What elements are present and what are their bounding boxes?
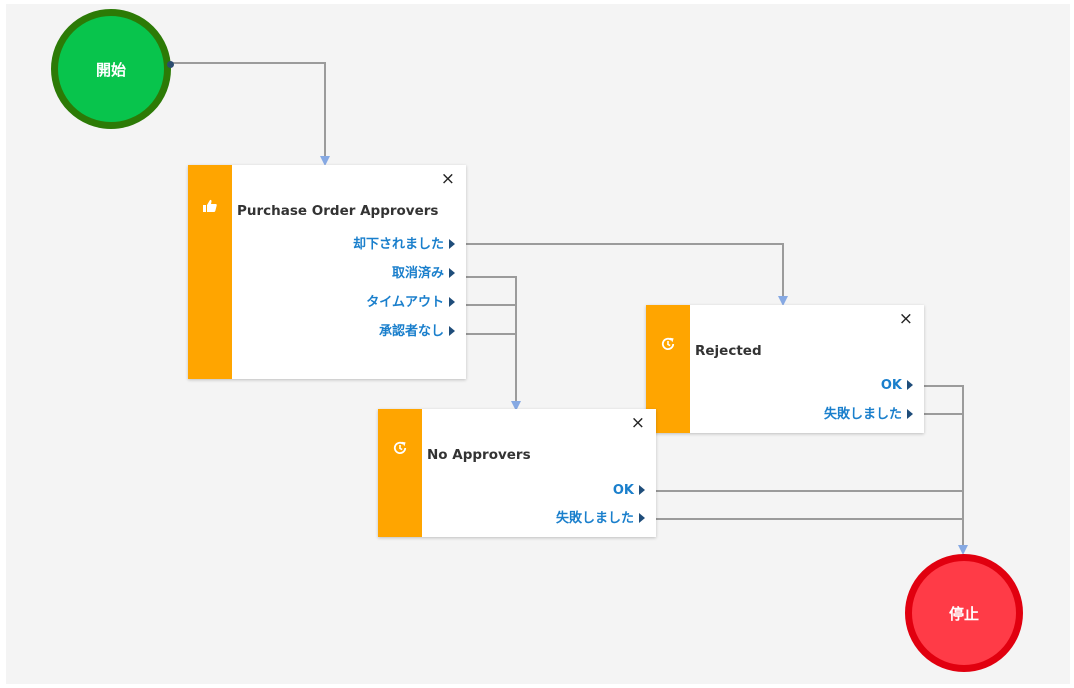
step-purchase-order-approvers[interactable]: × Purchase Order Approvers 却下されました 取消済み …: [188, 165, 466, 379]
outcome-label: 承認者なし: [378, 324, 444, 339]
caret-right-icon: [449, 297, 455, 307]
caret-right-icon: [449, 326, 455, 336]
start-label: 開始: [95, 60, 126, 79]
caret-right-icon: [639, 513, 645, 523]
start-node[interactable]: 開始: [51, 9, 171, 129]
step-type-stripe: [378, 409, 422, 537]
arrowhead: [511, 401, 521, 411]
outcome-label: 失敗しました: [555, 511, 634, 526]
connector-cancelled-to-no-approvers: [466, 276, 517, 402]
arrowhead: [958, 545, 968, 555]
outcome-label: OK: [880, 378, 902, 393]
refresh-clock-icon: [378, 440, 422, 461]
caret-right-icon: [639, 485, 645, 495]
outcome-failed[interactable]: 失敗しました: [556, 509, 645, 529]
outcome-label: 取消済み: [391, 266, 444, 281]
refresh-clock-icon: [646, 336, 690, 357]
stop-node[interactable]: 停止: [905, 554, 1023, 672]
step-title: No Approvers: [427, 447, 531, 463]
thumbs-up-icon: [188, 198, 232, 219]
outcome-timeout[interactable]: タイムアウト: [366, 293, 455, 313]
outcome-label: 却下されました: [352, 237, 444, 252]
outcome-cancelled[interactable]: 取消済み: [392, 264, 455, 284]
connector-rejected-outcome-to-rejected: [466, 243, 784, 297]
stop-label: 停止: [948, 604, 979, 623]
step-title: Purchase Order Approvers: [237, 203, 439, 219]
connector-rejected-ok-to-stop: [924, 385, 964, 548]
caret-right-icon: [907, 409, 913, 419]
arrowhead: [320, 156, 330, 166]
caret-right-icon: [907, 380, 913, 390]
caret-right-icon: [449, 239, 455, 249]
step-title: Rejected: [695, 343, 762, 359]
step-rejected[interactable]: × Rejected OK 失敗しました: [646, 305, 924, 433]
step-type-stripe: [188, 165, 232, 379]
arrowhead: [778, 296, 788, 306]
connector-start-to-purchase-order: [172, 62, 326, 157]
outcome-label: 失敗しました: [823, 407, 902, 422]
outcome-label: OK: [612, 483, 634, 498]
outcome-label: タイムアウト: [366, 295, 444, 310]
outcome-failed[interactable]: 失敗しました: [824, 405, 913, 425]
close-icon[interactable]: ×: [630, 413, 645, 433]
outcome-rejected[interactable]: 却下されました: [353, 235, 455, 255]
start-output-port[interactable]: [167, 61, 174, 68]
step-no-approvers[interactable]: × No Approvers OK 失敗しました: [378, 409, 656, 537]
close-icon[interactable]: ×: [440, 169, 455, 189]
close-icon[interactable]: ×: [898, 309, 913, 329]
outcome-ok[interactable]: OK: [881, 376, 913, 396]
outcome-ok[interactable]: OK: [613, 481, 645, 501]
outcome-no-approver[interactable]: 承認者なし: [379, 322, 455, 342]
caret-right-icon: [449, 268, 455, 278]
